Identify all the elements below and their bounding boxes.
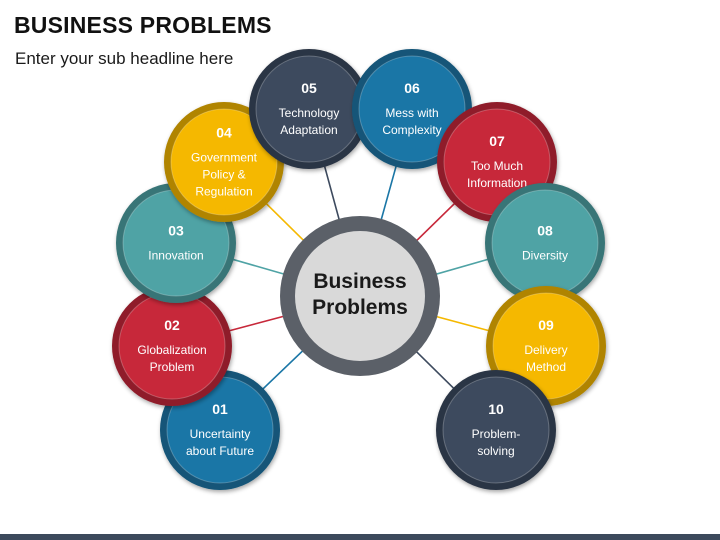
node-number: 01 [212, 401, 228, 417]
node-label-line: Regulation [195, 185, 252, 199]
node-label-line: Method [526, 360, 566, 374]
node-label-line: Complexity [382, 123, 441, 137]
node-label-line: Problem- [472, 427, 521, 441]
node-number: 07 [489, 133, 505, 149]
center-label-line: Business [313, 270, 406, 293]
node-label-line: Innovation [148, 249, 203, 263]
node-inner-disc [358, 55, 466, 163]
node-number: 04 [216, 125, 232, 141]
node-number: 08 [537, 223, 553, 239]
node-number: 09 [538, 317, 554, 333]
node-number: 03 [168, 223, 184, 239]
node-number: 10 [488, 401, 504, 417]
page-title: BUSINESS PROBLEMS [14, 12, 272, 38]
page-subtitle: Enter your sub headline here [15, 49, 234, 68]
bottom-bar [0, 534, 720, 540]
node-number: 05 [301, 80, 317, 96]
node-label-line: Policy & [202, 168, 245, 182]
node-inner-disc [442, 376, 550, 484]
node-label-line: Adaptation [280, 123, 337, 137]
node-label-line: Delivery [524, 343, 567, 357]
node-label-line: about Future [186, 444, 254, 458]
center-label-line: Problems [312, 296, 408, 319]
node-label-line: Diversity [522, 249, 568, 263]
node-label-line: Technology [279, 106, 340, 120]
node-label-line: Uncertainty [190, 427, 251, 441]
center-disc [295, 231, 425, 361]
node-label-line: Information [467, 176, 527, 190]
node-number: 06 [404, 80, 420, 96]
node-label-line: Problem [150, 360, 195, 374]
node-label-line: solving [477, 444, 514, 458]
node-label-line: Too Much [471, 159, 523, 173]
node-number: 02 [164, 317, 180, 333]
node-inner-disc [170, 108, 278, 216]
node-label-line: Globalization [137, 343, 206, 357]
node-label-line: Mess with [385, 106, 438, 120]
node-label-line: Government [191, 151, 258, 165]
node-inner-disc [491, 189, 599, 297]
